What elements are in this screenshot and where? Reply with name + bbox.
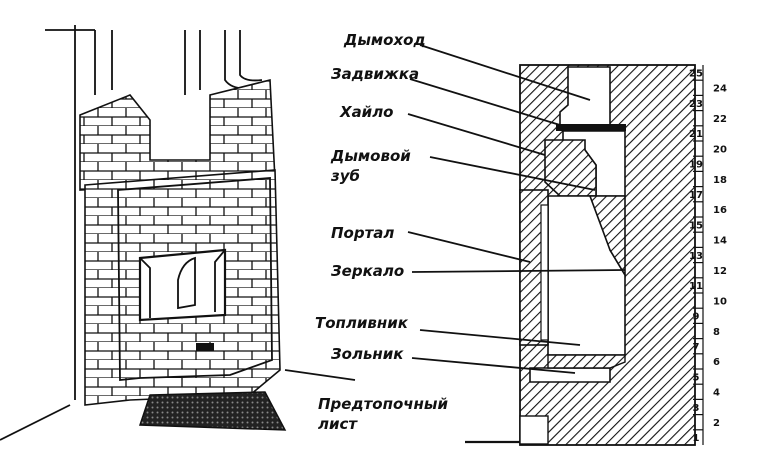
mirror-back	[588, 195, 626, 278]
row-number-right: 18	[713, 175, 727, 186]
fireplace-perspective	[0, 25, 356, 441]
row-number-right: 8	[713, 327, 720, 338]
row-number-right: 10	[713, 296, 727, 307]
leader-ashpit	[411, 357, 576, 374]
row-number-left: 11	[689, 281, 703, 292]
label-portal: Портал	[331, 224, 394, 242]
flue-channel	[559, 66, 611, 126]
label-smoke-tooth-1: Дымовой	[330, 147, 411, 165]
row-number-right: 4	[713, 388, 720, 399]
row-number-left: 9	[693, 312, 700, 323]
flue-pipe-right	[224, 30, 263, 90]
room-floor-line-right	[284, 369, 356, 381]
leader-smoke-tooth	[429, 156, 596, 191]
portal-gap	[540, 204, 549, 341]
row-number-left: 5	[693, 372, 700, 383]
room-floor-line-left	[0, 404, 71, 441]
leader-firebox	[419, 329, 581, 346]
label-firebox: Топливник	[315, 314, 409, 332]
row-number-left: 25	[689, 68, 703, 79]
label-flue: Дымоход	[343, 31, 426, 49]
row-number-right: 2	[713, 418, 720, 429]
label-mirror: Зеркало	[331, 262, 404, 280]
leader-portal	[407, 231, 531, 263]
firebox-inner-back	[177, 256, 196, 310]
label-hearth-2: лист	[318, 415, 358, 433]
row-number-right: 6	[713, 357, 720, 368]
row-number-right: 24	[713, 84, 727, 95]
callouts: Дымоход Задвижка Хайло Дымовой зуб Порта…	[315, 31, 626, 433]
fireplace-section: 25 23 21 19 17 15 13 11 9 7 5 3 1 24 22 20 18 16 14 12 10 8 6 4…	[465, 64, 727, 446]
row-number-left: 19	[689, 160, 703, 171]
leader-mirror	[411, 269, 626, 273]
flue-pipe-left	[94, 30, 201, 95]
label-throat: Хайло	[339, 103, 394, 121]
row-number-left: 23	[689, 99, 703, 110]
row-number-left: 21	[689, 129, 703, 140]
hearth-sheet	[138, 391, 287, 431]
ashpit-slot	[196, 343, 214, 351]
row-number-left: 1	[693, 433, 700, 444]
leader-damper	[409, 78, 561, 126]
label-ashpit: Зольник	[331, 345, 404, 363]
row-number-right: 20	[713, 144, 727, 155]
row-number-left: 15	[689, 220, 703, 231]
firebox-inner-side	[139, 249, 226, 318]
firebox-floor-step	[547, 354, 626, 369]
row-number-right: 22	[713, 114, 727, 125]
row-number-left: 3	[693, 403, 700, 414]
row-number-left: 13	[689, 251, 703, 262]
leader-throat	[407, 113, 546, 156]
label-smoke-tooth-2: зуб	[330, 167, 360, 185]
row-scale: 25 23 21 19 17 15 13 11 9 7 5 3 1 24 22 20 18 16 14 12 10 8 6 4…	[689, 65, 727, 445]
row-number-right: 12	[713, 266, 727, 277]
row-number-left: 17	[689, 190, 703, 201]
base-white-gap	[519, 415, 549, 445]
firebox-opening	[138, 248, 227, 322]
label-damper: Задвижка	[331, 65, 419, 83]
damper-plate	[556, 124, 626, 131]
leader-flue	[419, 44, 591, 101]
row-number-left: 7	[693, 342, 700, 353]
label-hearth-1: Предтопочный	[318, 395, 448, 413]
row-number-right: 16	[713, 205, 727, 216]
row-number-right: 14	[713, 236, 727, 247]
